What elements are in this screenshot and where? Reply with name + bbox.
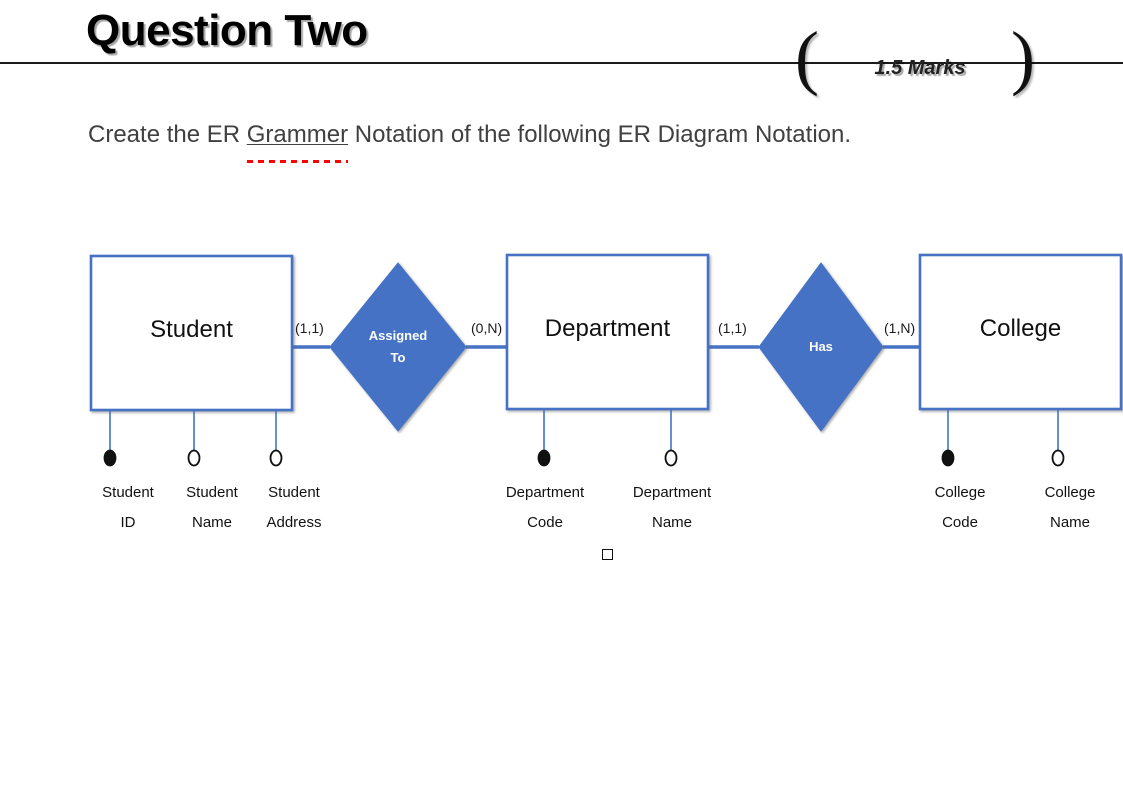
cardinality-assignedto-department: (0,N) [471, 320, 503, 336]
marks-badge: ( ) 1.5 Marks [795, 17, 1035, 97]
cardinality-student-assignedto: (1,1) [295, 320, 324, 336]
marks-label: 1.5 Marks [874, 57, 966, 79]
relationship-diamond-assigned-to[interactable] [329, 262, 467, 432]
left-parenthesis: ( [795, 17, 819, 97]
attribute-marker-department-name[interactable] [664, 449, 678, 467]
entity-box-department[interactable] [505, 253, 710, 411]
cardinality-has-college: (1,N) [884, 320, 916, 336]
prompt-text: Create the ER Grammer Notation of the fo… [88, 112, 988, 163]
attribute-marker-student-name[interactable] [187, 449, 201, 467]
key-attribute-marker-department-code[interactable] [537, 449, 551, 467]
entity-label-college: College [979, 315, 1062, 342]
placeholder-square-artifact [602, 549, 613, 560]
relationship-label-has: Has [809, 339, 833, 354]
prompt-before: Create the ER [88, 121, 247, 148]
entity-box-college[interactable] [918, 253, 1123, 411]
misspelled-word: Grammer [246, 112, 349, 163]
key-attribute-marker-student-id[interactable] [103, 449, 117, 467]
entity-label-student: Student [150, 316, 233, 343]
edge-selection-handle-2[interactable]: [ [1120, 545, 1123, 562]
prompt-after: Notation of the following ER Diagram Not… [348, 121, 852, 148]
attribute-marker-college-name[interactable] [1051, 449, 1065, 467]
page-title: Question Two [86, 6, 368, 55]
right-parenthesis: ) [1011, 17, 1035, 97]
key-attribute-marker-college-code[interactable] [941, 449, 955, 467]
attribute-marker-student-address[interactable] [269, 449, 283, 467]
title-divider [0, 62, 1123, 64]
relationship-diamond-has[interactable] [758, 262, 884, 432]
entity-box-student[interactable] [89, 254, 294, 412]
entity-label-department: Department [544, 315, 671, 342]
edge-selection-handle-1[interactable]: [ [1120, 392, 1123, 409]
cardinality-department-has: (1,1) [718, 320, 747, 336]
